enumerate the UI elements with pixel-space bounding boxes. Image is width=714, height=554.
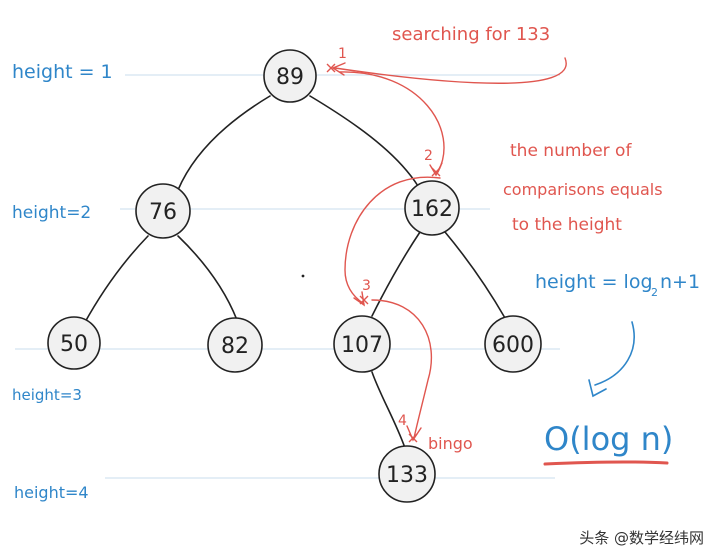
cross-mark-2 xyxy=(431,167,441,177)
formula-arrow-line xyxy=(594,321,635,386)
node-89: 89 xyxy=(263,49,317,103)
tree-edges xyxy=(83,95,506,449)
search-arrow-107-133-head xyxy=(406,425,422,442)
big-o-notation: O(log n) xyxy=(544,420,673,458)
node-circle xyxy=(484,315,542,373)
step-marks xyxy=(326,63,441,443)
edge-89-162 xyxy=(309,95,419,187)
height-label-4: height=4 xyxy=(14,483,89,502)
search-path xyxy=(331,57,567,442)
cross-mark-4 xyxy=(408,433,418,443)
node-133: 133 xyxy=(378,445,436,503)
node-circle xyxy=(404,180,460,236)
node-label: 89 xyxy=(276,65,304,90)
step-number-4: 4 xyxy=(398,413,407,429)
node-76: 76 xyxy=(135,183,191,239)
height-label-3: height=3 xyxy=(12,386,82,404)
cross-mark-1 xyxy=(326,63,336,73)
node-50: 50 xyxy=(47,316,101,370)
edge-107-133 xyxy=(371,371,406,449)
search-arrow-107-133 xyxy=(371,299,433,439)
formula-tail-text: n+1 xyxy=(660,271,700,293)
node-label: 133 xyxy=(386,463,428,488)
node-label: 82 xyxy=(221,334,249,359)
edge-162-107 xyxy=(371,231,421,317)
stray-dot xyxy=(301,274,305,278)
node-label: 76 xyxy=(149,200,177,225)
edge-89-76 xyxy=(177,95,271,191)
node-107: 107 xyxy=(333,315,391,373)
searching-caption: searching for 133 xyxy=(392,24,550,45)
note-line-2: comparisons equals xyxy=(503,180,663,199)
node-162: 162 xyxy=(404,180,460,236)
node-label: 107 xyxy=(341,333,383,358)
node-label: 50 xyxy=(60,332,88,357)
formula-arrow xyxy=(588,321,635,398)
step-number-3: 3 xyxy=(362,278,371,294)
step-number-1: 1 xyxy=(338,46,347,62)
edge-76-82 xyxy=(177,235,238,321)
height-label-2: height=2 xyxy=(12,203,91,223)
big-o-underline xyxy=(543,460,669,466)
node-label: 600 xyxy=(492,333,534,358)
node-82: 82 xyxy=(207,317,263,373)
formula-height-text: height = log xyxy=(535,271,653,293)
formula-arrow-head xyxy=(588,379,607,398)
node-circle xyxy=(263,49,317,103)
node-circle xyxy=(378,445,436,503)
node-label: 162 xyxy=(411,197,453,222)
bingo-label: bingo xyxy=(428,434,473,453)
edge-162-600 xyxy=(444,231,506,319)
height-formula: height = log 2 n+1 xyxy=(535,271,700,299)
watermark: 头条 @数学经纬网 xyxy=(579,529,704,547)
height-label-1: height = 1 xyxy=(12,61,113,83)
edge-76-50 xyxy=(83,235,149,325)
search-arrow-162-107 xyxy=(344,176,441,305)
cross-mark-3 xyxy=(359,295,369,305)
node-circle xyxy=(47,316,101,370)
search-arrow-89-162 xyxy=(339,71,445,173)
formula-log-base: 2 xyxy=(651,286,658,299)
node-circle xyxy=(135,183,191,239)
step-number-2: 2 xyxy=(424,148,433,164)
note-line-1: the number of xyxy=(510,141,632,161)
search-arrow-162-107-head xyxy=(353,291,365,307)
node-600: 600 xyxy=(484,315,542,373)
search-arrow-start xyxy=(334,57,567,84)
note-line-3: to the height xyxy=(512,215,622,235)
node-circle xyxy=(207,317,263,373)
node-circle xyxy=(333,315,391,373)
